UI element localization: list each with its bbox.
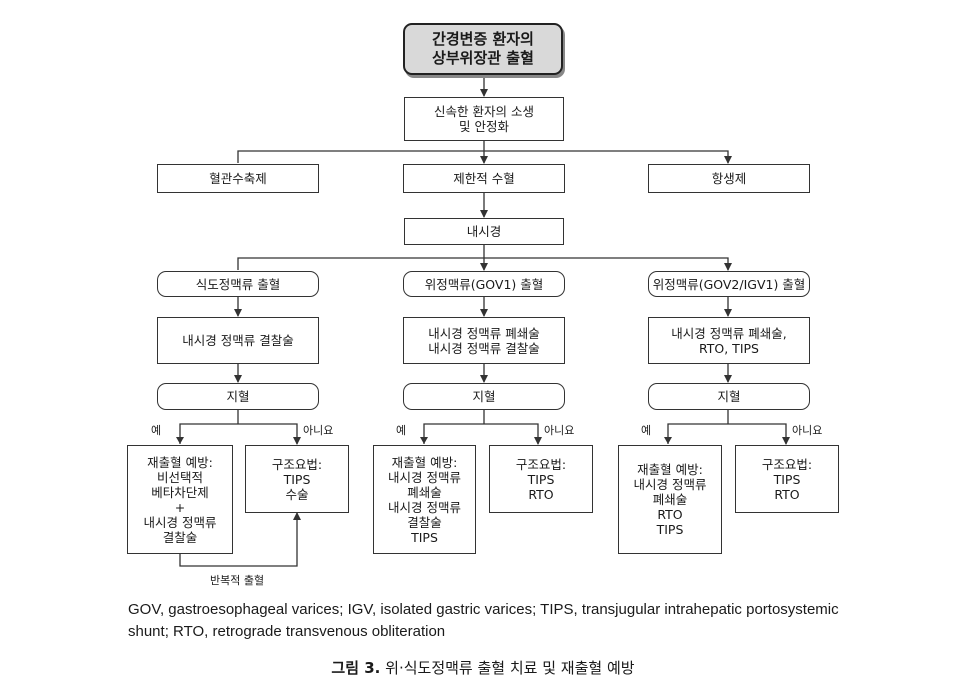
esophageal-treatment-box: 내시경 정맥류 결찰술: [157, 317, 319, 364]
stabilize-box: 신속한 환자의 소생 및 안정화: [404, 97, 564, 141]
repeated-bleeding-label: 반복적 출혈: [210, 574, 265, 587]
connector: [667, 423, 790, 445]
restrictive-transfusion-box: 제한적 수혈: [403, 164, 565, 193]
gov2-igv1-no-label: 아니요: [792, 424, 823, 437]
gov2-igv1-rebleed-prevention-box: 재출혈 예방: 내시경 정맥류 폐쇄술 RTO TIPS: [618, 445, 722, 554]
esophageal-yes-label: 예: [151, 424, 162, 437]
arrowhead: [664, 437, 672, 444]
arrowhead: [420, 437, 428, 444]
gov2-igv1-yes-label: 예: [641, 424, 652, 437]
esophageal-no-label: 아니요: [303, 424, 334, 437]
gov1-rescue-box: 구조요법: TIPS RTO: [489, 445, 593, 513]
flowchart-connectors: [176, 75, 790, 567]
esophageal-bleeding-box: 식도정맥류 출혈: [157, 271, 319, 297]
gov2-igv1-rescue-box: 구조요법: TIPS RTO: [735, 445, 839, 513]
gov1-yes-label: 예: [396, 424, 407, 437]
esophageal-rescue-box: 구조요법: TIPS 수술: [245, 445, 349, 513]
gov1-hemostasis-box: 지혈: [403, 383, 565, 410]
esophageal-rebleed-prevention-box: 재출혈 예방: 비선택적 베타차단제 + 내시경 정맥류 결찰술: [127, 445, 233, 554]
connector: [179, 512, 301, 567]
flowchart: 간경변증 환자의 상부위장관 출혈 신속한 환자의 소생 및 안정화 혈관수축제…: [127, 23, 839, 587]
gov2-igv1-bleeding-box: 위정맥류(GOV2/IGV1) 출혈: [648, 271, 810, 297]
gov2-igv1-hemostasis-box: 지혈: [648, 383, 810, 410]
gov1-no-label: 아니요: [544, 424, 575, 437]
start-box: 간경변증 환자의 상부위장관 출혈: [403, 23, 563, 75]
connector: [237, 150, 732, 164]
gov1-rebleed-prevention-box: 재출혈 예방: 내시경 정맥류 폐쇄술 내시경 정맥류 결찰술 TIPS: [373, 445, 476, 554]
vasoconstrictor-box: 혈관수축제: [157, 164, 319, 193]
connector: [179, 423, 301, 445]
abbreviation-footnote: GOV, gastroesophageal varices; IGV, isol…: [128, 601, 839, 640]
endoscopy-box: 내시경: [404, 218, 564, 245]
gov2-igv1-treatment-box: 내시경 정맥류 폐쇄술, RTO, TIPS: [648, 317, 810, 364]
arrowhead: [176, 437, 184, 444]
gov1-treatment-box: 내시경 정맥류 폐쇄술 내시경 정맥류 결찰술: [403, 317, 565, 364]
figure-number: 그림 3.: [331, 659, 381, 677]
connector: [423, 423, 542, 445]
gov1-bleeding-box: 위정맥류(GOV1) 출혈: [403, 271, 565, 297]
antibiotics-box: 항생제: [648, 164, 810, 193]
esophageal-hemostasis-box: 지혈: [157, 383, 319, 410]
figure-title: 위·식도정맥류 출혈 치료 및 재출혈 예방: [385, 659, 635, 677]
figure-caption: 그림 3. 위·식도정맥류 출혈 치료 및 재출혈 예방: [0, 658, 966, 678]
connector: [237, 257, 732, 271]
